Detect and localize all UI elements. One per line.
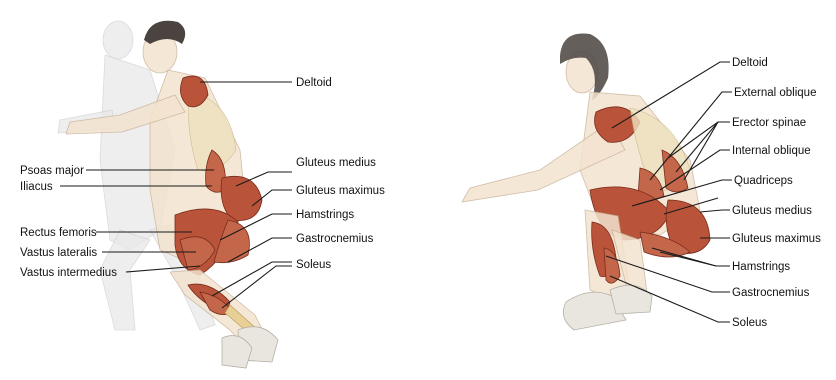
left-labels-right: Deltoid Gluteus medius Gluteus maximus H… bbox=[296, 77, 385, 271]
right-figure: Deltoid External oblique Erector spinae … bbox=[462, 33, 821, 330]
left-figure: Deltoid Gluteus medius Gluteus maximus H… bbox=[20, 21, 385, 368]
label-iliacus: Iliacus bbox=[20, 181, 53, 193]
label-vastus-lateralis: Vastus lateralis bbox=[20, 247, 97, 259]
label-hamstrings-left: Hamstrings bbox=[296, 209, 354, 221]
right-labels: Deltoid External oblique Erector spinae … bbox=[732, 57, 821, 329]
label-deltoid-right: Deltoid bbox=[732, 57, 768, 69]
label-external-oblique: External oblique bbox=[734, 87, 816, 99]
label-soleus-left: Soleus bbox=[296, 259, 331, 271]
label-soleus-right: Soleus bbox=[732, 317, 767, 329]
label-gluteus-maximus-right: Gluteus maximus bbox=[732, 233, 821, 245]
label-rectus-femoris: Rectus femoris bbox=[20, 227, 97, 239]
label-psoas-major: Psoas major bbox=[20, 165, 84, 177]
label-internal-oblique: Internal oblique bbox=[732, 145, 811, 157]
label-quadriceps: Quadriceps bbox=[734, 175, 793, 187]
label-hamstrings-right: Hamstrings bbox=[732, 261, 790, 273]
label-gluteus-medius-left: Gluteus medius bbox=[296, 157, 376, 169]
label-gluteus-medius-right: Gluteus medius bbox=[732, 205, 812, 217]
label-gastrocnemius-left: Gastrocnemius bbox=[296, 233, 374, 245]
label-vastus-intermedius: Vastus intermedius bbox=[20, 267, 117, 279]
label-gastrocnemius-right: Gastrocnemius bbox=[732, 287, 810, 299]
left-main-figure bbox=[66, 21, 278, 368]
label-deltoid-left: Deltoid bbox=[296, 77, 332, 89]
label-erector-spinae: Erector spinae bbox=[732, 117, 806, 129]
label-gluteus-maximus-left: Gluteus maximus bbox=[296, 185, 385, 197]
